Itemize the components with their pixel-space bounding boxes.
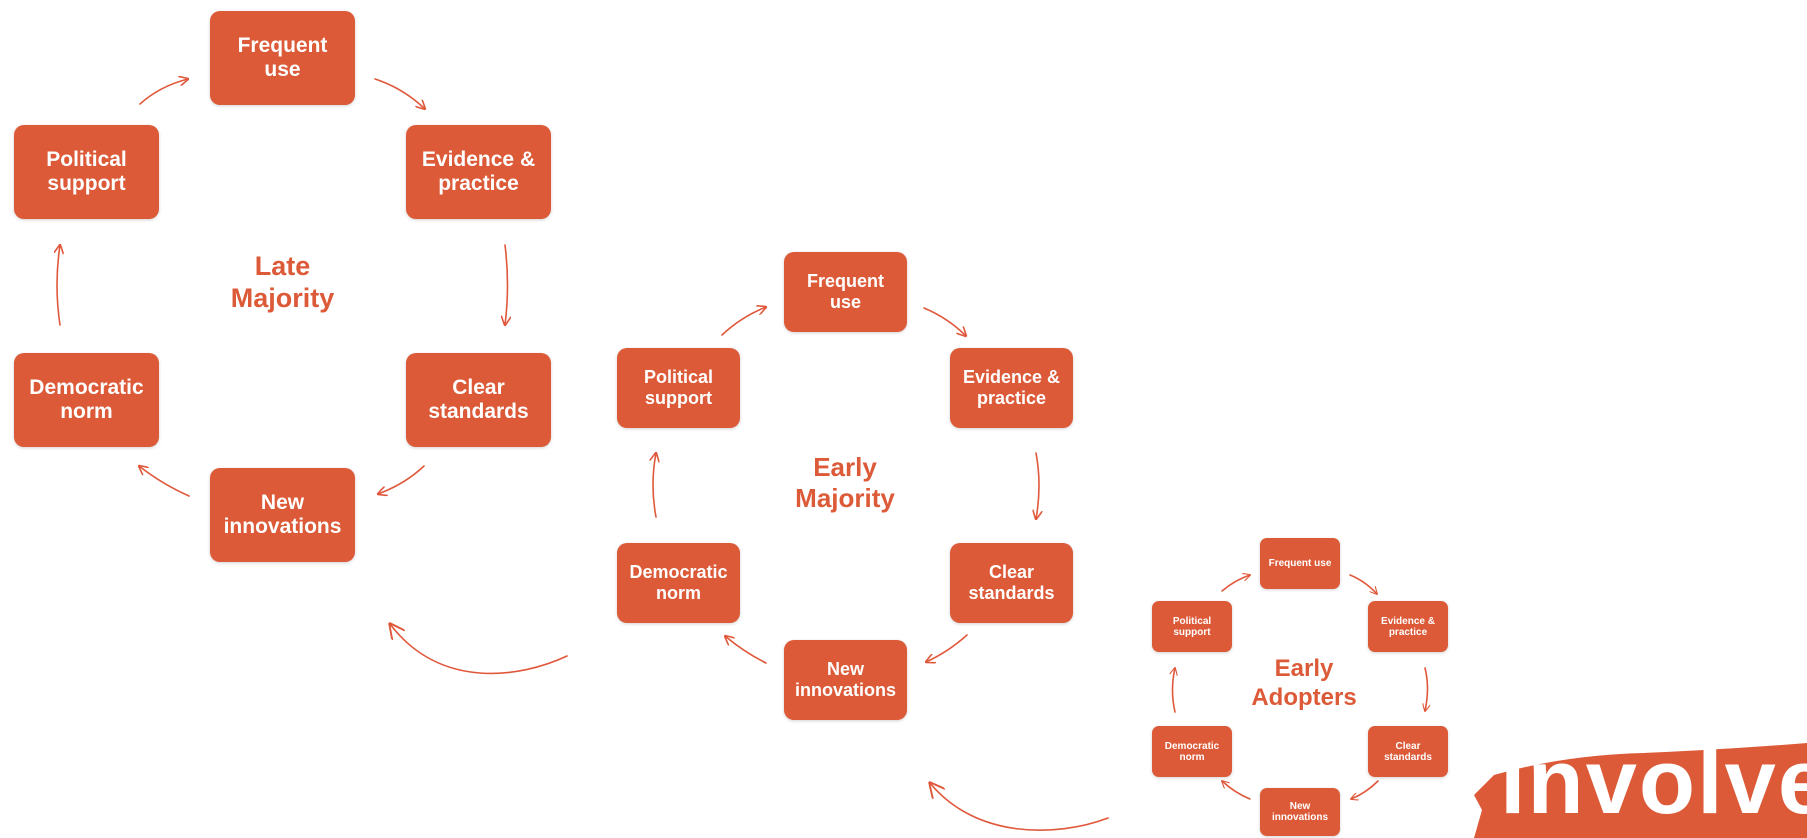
arrow-em-clear-to-new [926,634,968,662]
arrow-late-political-to-frequent [139,79,188,105]
arrow-em-political-to-frequent [721,307,766,336]
arrow-ea-new-to-democratic [1222,781,1251,800]
arrow-em-democratic-to-political [653,453,656,518]
early-adopters-label: Early Adopters [1251,655,1357,711]
arrow-em-frequent-to-evidence [923,307,966,336]
involve-logo-banner [1474,743,1807,838]
arrow-ea-frequent-to-evidence [1349,574,1377,594]
arrow-late-new-to-democratic [139,466,190,497]
arrow-late-clear-to-new [378,465,425,494]
early-majority-label: Early Majority [795,452,895,514]
arrow-late-democratic-to-political [57,245,60,326]
arrow-em-evidence-to-clear [1036,452,1039,519]
late-majority-node-evidence-practice: Evidence &practice [406,125,551,219]
early-majority-node-evidence-practice: Evidence &practice [950,348,1073,428]
arrow-late-evidence-to-clear [505,244,508,325]
late-majority-label: Late Majority [230,251,335,314]
arrow-ea-evidence-to-clear [1425,667,1428,711]
arrow-early-majority-to-late-majority [390,624,568,675]
arrow-ea-democratic-to-political [1173,668,1176,713]
arrow-late-frequent-to-evidence [374,78,425,109]
early-adopters-node-frequent-use: Frequent use [1260,538,1340,589]
arrow-ea-clear-to-new [1351,780,1379,799]
arrow-em-new-to-democratic [725,636,767,664]
arrow-early-adopters-to-early-majority [930,783,1109,831]
early-adopters-node-evidence-practice: Evidence &practice [1368,601,1448,652]
arrow-ea-political-to-frequent [1221,575,1250,592]
involve-logo-text: involve [1500,731,1807,833]
